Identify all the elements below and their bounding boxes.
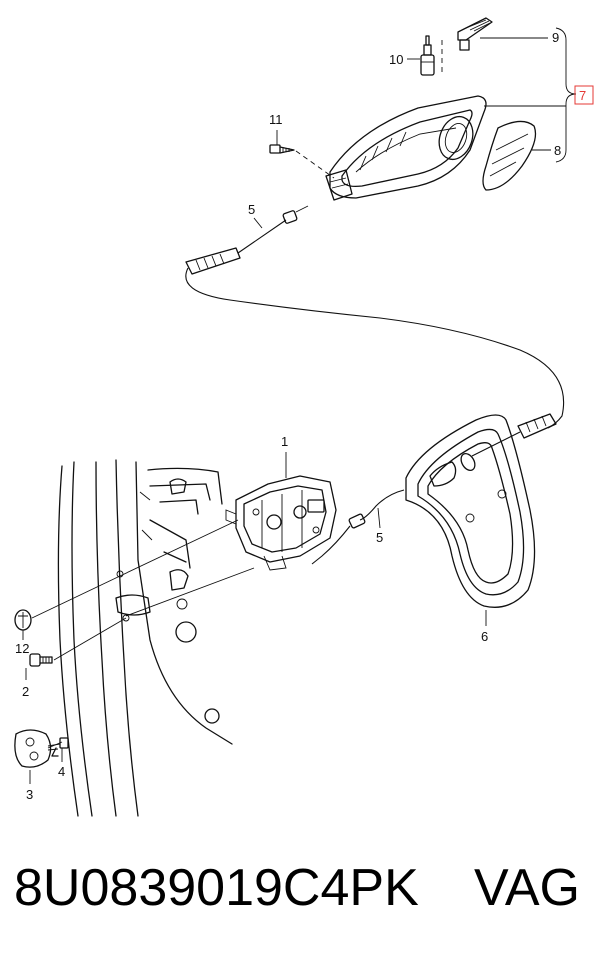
callout-4: 4 — [58, 764, 65, 779]
screw-11-axis — [295, 150, 335, 179]
lower-cable-part-5 — [311, 489, 405, 565]
door-lock-part-1 — [225, 475, 337, 571]
callout-11: 11 — [269, 112, 283, 127]
bulb-socket-part-10 — [420, 35, 435, 76]
callout-1: 1 — [281, 434, 288, 449]
bolt-2-axis — [53, 617, 127, 661]
callout-5-lower: 5 — [376, 530, 383, 545]
upper-cable-part-5 — [185, 205, 309, 275]
lock-align-line-2 — [119, 519, 239, 577]
callout-9: 9 — [552, 30, 559, 45]
inner-door-handle-shell — [325, 95, 487, 201]
callout-3: 3 — [26, 787, 33, 802]
group-7-bracket — [555, 27, 577, 163]
exploded-parts-diagram: 7 10 9 8 11 — [14, 17, 594, 817]
cap-12-axis — [31, 575, 121, 619]
callout-7: 7 — [579, 88, 586, 103]
group-7-highlight-box — [574, 85, 594, 105]
light-guide-part-9 — [457, 17, 493, 51]
long-cable-sweep — [185, 267, 565, 429]
callout-12: 12 — [15, 641, 29, 656]
screw-4-axis — [47, 741, 63, 749]
callout-10: 10 — [389, 52, 403, 67]
brand-label: VAG — [474, 859, 580, 917]
screw-part-11 — [269, 144, 295, 154]
bolt-part-2 — [29, 653, 53, 667]
door-frame — [57, 459, 233, 817]
cap-part-12 — [14, 609, 32, 631]
outer-handle-gasket-part-6 — [405, 413, 557, 608]
part-number: 8U0839019C4PK — [14, 859, 419, 917]
leader-5-lower — [377, 507, 381, 529]
callout-2: 2 — [22, 684, 29, 699]
callout-6: 6 — [481, 629, 488, 644]
callout-5-upper: 5 — [248, 202, 255, 217]
leader-5-upper — [253, 217, 263, 229]
callout-8: 8 — [554, 143, 561, 158]
striker-plate-part-3 — [14, 729, 52, 768]
lock-align-line-1 — [125, 567, 255, 617]
trim-cap-part-8 — [482, 120, 537, 191]
footer: 8U0839019C4PK VAG — [0, 840, 600, 950]
